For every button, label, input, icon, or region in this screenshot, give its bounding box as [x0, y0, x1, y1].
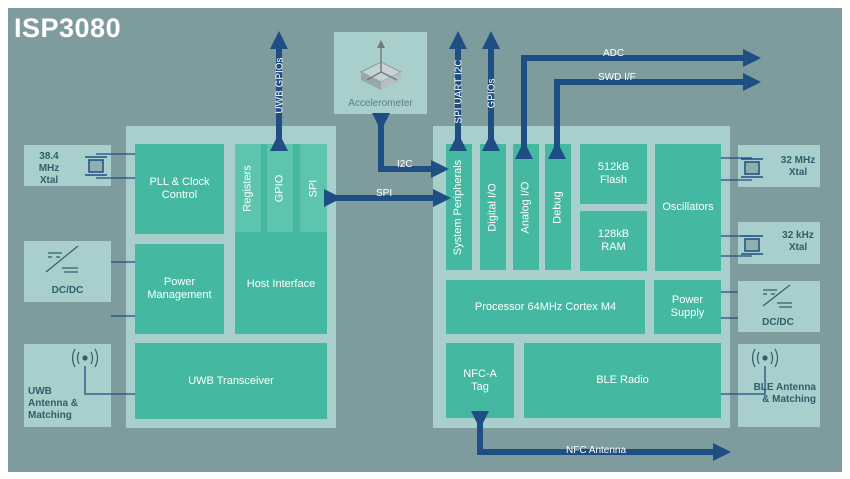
- oscillators-label: Oscillators: [662, 201, 714, 213]
- ble-antenna-wire: [721, 366, 766, 395]
- host-interface-label: Host Interface: [246, 278, 316, 290]
- crystal-icon: [741, 235, 763, 255]
- dcdc-right-label: DC/DC: [762, 317, 794, 328]
- dcdc-right-wires: [721, 291, 738, 319]
- dcdc-icon: [45, 245, 79, 273]
- i2c-bus: [372, 113, 449, 178]
- uwb-transceiver-block: UWB Transceiver: [135, 343, 327, 419]
- antenna-icon: [71, 348, 99, 368]
- swd-bus: [548, 73, 761, 159]
- ble-antenna-box: BLE Antenna & Matching: [738, 344, 820, 427]
- pll-clock-label: PLL & Clock Control: [149, 176, 210, 201]
- crystal-icon: [85, 156, 107, 176]
- accelerometer-icon: [359, 40, 403, 90]
- dcdc-icon: [762, 284, 792, 308]
- gpios-label: GPIOs: [486, 78, 498, 109]
- nfc-tag-block: NFC-A Tag: [446, 343, 514, 418]
- processor-label: Processor 64MHz Cortex M4: [474, 300, 617, 313]
- uwb-antenna-wire: [84, 366, 135, 395]
- processor-block: Processor 64MHz Cortex M4: [446, 280, 645, 334]
- nfc-tag-label: NFC-A Tag: [463, 367, 497, 393]
- diagram-title: ISP3080: [14, 13, 122, 43]
- adc-bus: [515, 49, 761, 159]
- xtal-32mhz-label: 32 MHz Xtal: [780, 155, 816, 178]
- spi-block: SPI: [300, 144, 327, 232]
- analog-io-block: Analog I/O: [513, 144, 539, 270]
- xtal-32khz-label: 32 kHz Xtal: [782, 230, 814, 253]
- ble-radio-label: BLE Radio: [596, 374, 649, 386]
- dcdc-left-label: DC/DC: [51, 285, 84, 296]
- xtal-38-wires: [96, 153, 135, 179]
- uwb-gpios-label: UWB GPIOs: [274, 57, 286, 114]
- pll-clock-block: PLL & Clock Control: [135, 144, 224, 234]
- power-management-block: Power Management: [135, 244, 224, 334]
- xtal-38mhz-label: 38.4 MHz Xtal: [38, 151, 60, 186]
- ram-block: 128kB RAM: [580, 211, 647, 271]
- power-management-label: Power Management: [147, 276, 212, 301]
- nfc-antenna-bus: [471, 411, 731, 461]
- system-peripherals-block: System Peripherals: [446, 144, 472, 270]
- uwb-transceiver-label: UWB Transceiver: [188, 374, 274, 387]
- oscillators-block: Oscillators: [655, 144, 721, 271]
- spi-bus-label: SPI: [376, 188, 393, 199]
- digital-io-block: Digital I/O: [480, 144, 506, 270]
- i2c-label: I2C: [397, 159, 413, 170]
- adc-label: ADC: [603, 48, 625, 59]
- nfc-antenna-label: NFC Antenna: [566, 445, 627, 456]
- crystal-icon: [741, 158, 763, 178]
- antenna-icon: [751, 348, 779, 368]
- debug-block: Debug: [545, 144, 571, 270]
- registers-block: Registers: [235, 144, 261, 232]
- gpio-block: GPIO: [267, 144, 293, 232]
- ble-antenna-label: BLE Antenna & Matching: [753, 382, 816, 405]
- ram-label: 128kB RAM: [597, 228, 630, 253]
- ble-radio-block: BLE Radio: [524, 343, 721, 418]
- flash-label: 512kB Flash: [597, 161, 630, 186]
- xtal-32m-wires: [721, 157, 752, 181]
- power-supply-label: Power Supply: [670, 294, 705, 319]
- dcdc-left-wires: [111, 261, 135, 317]
- accelerometer-label: Accelerometer: [348, 98, 413, 109]
- power-supply-block: Power Supply: [654, 280, 721, 334]
- spi-uart-i2c-label: SPI UART I2C: [453, 59, 465, 124]
- uwb-antenna-label: UWB Antenna & Matching: [28, 386, 78, 421]
- uwb-antenna-box: UWB Antenna & Matching: [24, 344, 111, 427]
- swd-label: SWD I/F: [598, 72, 636, 83]
